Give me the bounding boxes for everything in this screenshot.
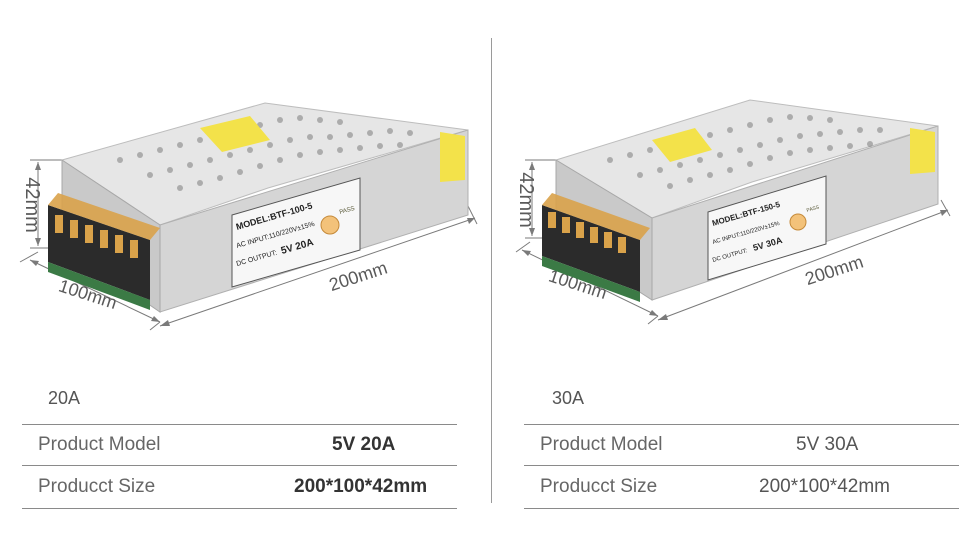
product-panel-20a: 42mm 100mm 200mm (19, 102, 478, 509)
power-supply-illustration: 42mm 100mm 200mm (515, 99, 951, 325)
psu-body: MODEL:BTF-100-5 AC INPUT:110/220V±15% DC… (48, 102, 469, 313)
label-plate-pass: PASS (339, 206, 356, 216)
yellow-sticker (200, 116, 270, 152)
ventilation-holes (117, 115, 413, 191)
panel-divider (491, 38, 492, 503)
spec-label: Producct Size (38, 476, 156, 497)
spec-table: Product Model 5V 30A Producct Size 200*1… (524, 424, 959, 509)
height-dimension (525, 159, 562, 239)
label-plate: MODEL:BTF-150-5 AC INPUT:110/220V±15% DC… (707, 175, 827, 281)
yellow-sticker (652, 128, 712, 162)
width-dimension-label: 200mm (803, 252, 866, 290)
spec-row-size: Producct Size 200*100*42mm (22, 465, 457, 509)
side-sticker (910, 128, 935, 174)
pcb-edge (542, 256, 640, 302)
product-panel-30a: 42mm 100mm 200mm (480, 0, 960, 537)
spec-row-model: Product Model 5V 30A (524, 424, 959, 465)
height-dimension-label: 42mm (515, 172, 537, 228)
width-dimension (159, 205, 478, 327)
spec-row-size: Producct Size 200*100*42mm (524, 465, 959, 509)
spec-label: Product Model (38, 434, 161, 455)
psu-body: MODEL:BTF-150-5 AC INPUT:110/220V±15% DC… (542, 99, 939, 302)
spec-value: 5V 30A (796, 434, 859, 455)
spec-value: 200*100*42mm (759, 476, 890, 497)
pass-stamp-icon (320, 215, 340, 235)
width-dimension (657, 199, 951, 321)
pass-stamp-icon (789, 213, 807, 231)
label-plate-pass: PASS (806, 204, 821, 214)
spec-table: Product Model 5V 20A Producct Size 200*1… (22, 424, 457, 509)
spec-value: 200*100*42mm (294, 476, 428, 497)
terminal-cover (48, 193, 160, 240)
width-dimension-label: 200mm (327, 258, 390, 296)
spec-label: Product Model (540, 434, 663, 455)
label-plate: MODEL:BTF-100-5 AC INPUT:110/220V±15% DC… (231, 177, 361, 288)
terminal-screws (55, 215, 138, 258)
spec-value: 5V 20A (332, 434, 396, 455)
spec-label: Producct Size (540, 476, 658, 497)
terminal-screws (548, 212, 626, 253)
variant-caption: 20A (48, 388, 81, 408)
variant-caption: 30A (552, 388, 585, 408)
power-supply-illustration: 42mm 100mm 200mm (19, 102, 478, 331)
height-dimension-label: 42mm (21, 177, 43, 233)
pcb-edge (48, 262, 150, 310)
spec-row-model: Product Model 5V 20A (22, 424, 457, 465)
terminal-cover (542, 193, 650, 240)
side-sticker (440, 132, 465, 182)
